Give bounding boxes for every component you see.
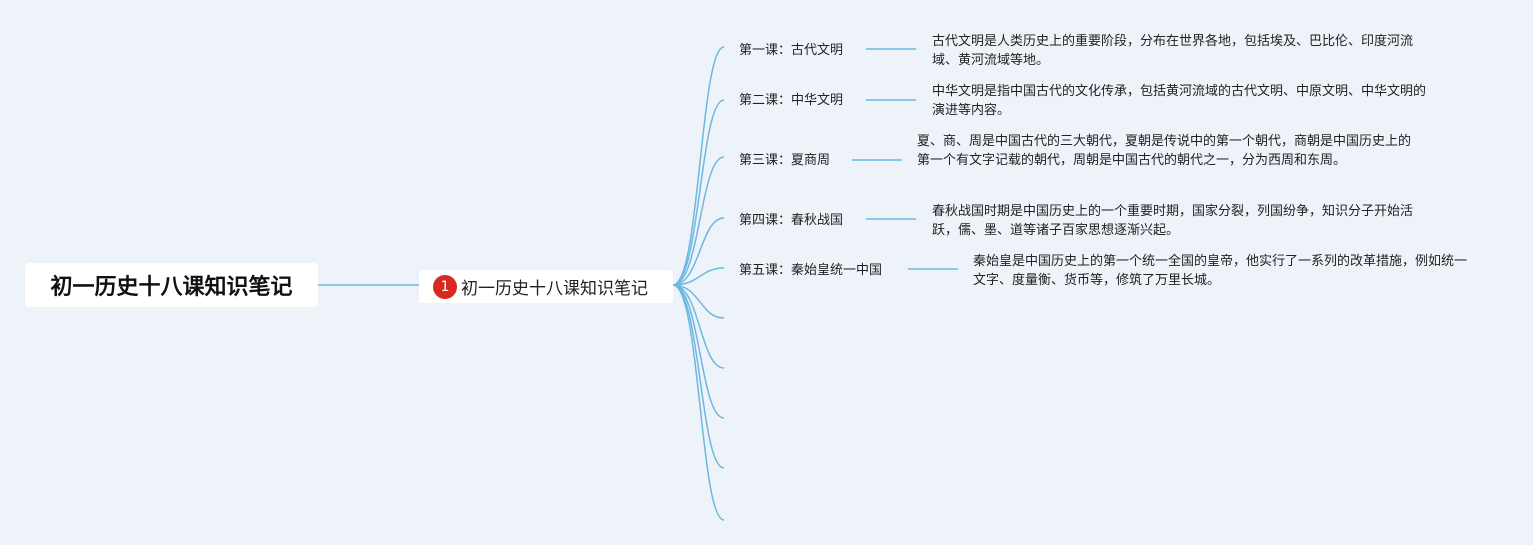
branch-connector-9 — [672, 284, 725, 469]
branch-connector-3 — [672, 156, 725, 286]
branch-connector-4 — [672, 217, 725, 286]
lesson-desc-1[interactable]: 古代文明是人类历史上的重要阶段，分布在世界各地，包括埃及、巴比伦、印度河流域、黄… — [932, 34, 1414, 68]
branch-connector-1 — [672, 46, 725, 286]
branch-connector-7 — [672, 284, 725, 369]
branch-connector-8 — [672, 284, 725, 419]
branch-connector-5 — [672, 267, 725, 286]
branch-connector-2 — [672, 99, 725, 286]
branch-connector-10 — [672, 284, 725, 521]
lesson-desc-3[interactable]: 夏、商、周是中国古代的三大朝代，夏朝是传说中的第一个朝代，商朝是中国历史上的第一… — [917, 134, 1412, 168]
lesson-topic-5[interactable]: 第五课：秦始皇统一中国 — [739, 263, 883, 278]
lesson-desc-2[interactable]: 中华文明是指中国古代的文化传承，包括黄河流域的古代文明、中原文明、中华文明的演进… — [932, 84, 1427, 118]
main-topic-label: 初一历史十八课知识笔记 — [461, 279, 648, 299]
lesson-topic-4[interactable]: 第四课：春秋战国 — [739, 213, 844, 228]
root-topic-label: 初一历史十八课知识笔记 — [50, 275, 293, 300]
lesson-desc-4[interactable]: 春秋战国时期是中国历史上的一个重要时期，国家分裂，列国纷争，知识分子开始活跃，儒… — [932, 204, 1414, 238]
lesson-topic-1[interactable]: 第一课：古代文明 — [739, 43, 844, 58]
lesson-topic-3[interactable]: 第三课：夏商周 — [739, 153, 831, 168]
main-topic[interactable]: 1 初一历史十八课知识笔记 — [419, 270, 673, 303]
root-topic[interactable]: 初一历史十八课知识笔记 — [25, 263, 318, 307]
branch-connector-6 — [672, 284, 725, 319]
lesson-desc-5[interactable]: 秦始皇是中国历史上的第一个统一全国的皇帝，他实行了一系列的改革措施，例如统一文字… — [973, 254, 1468, 288]
priority-1-icon: 1 — [433, 274, 457, 299]
lesson-topic-2[interactable]: 第二课：中华文明 — [739, 93, 844, 108]
